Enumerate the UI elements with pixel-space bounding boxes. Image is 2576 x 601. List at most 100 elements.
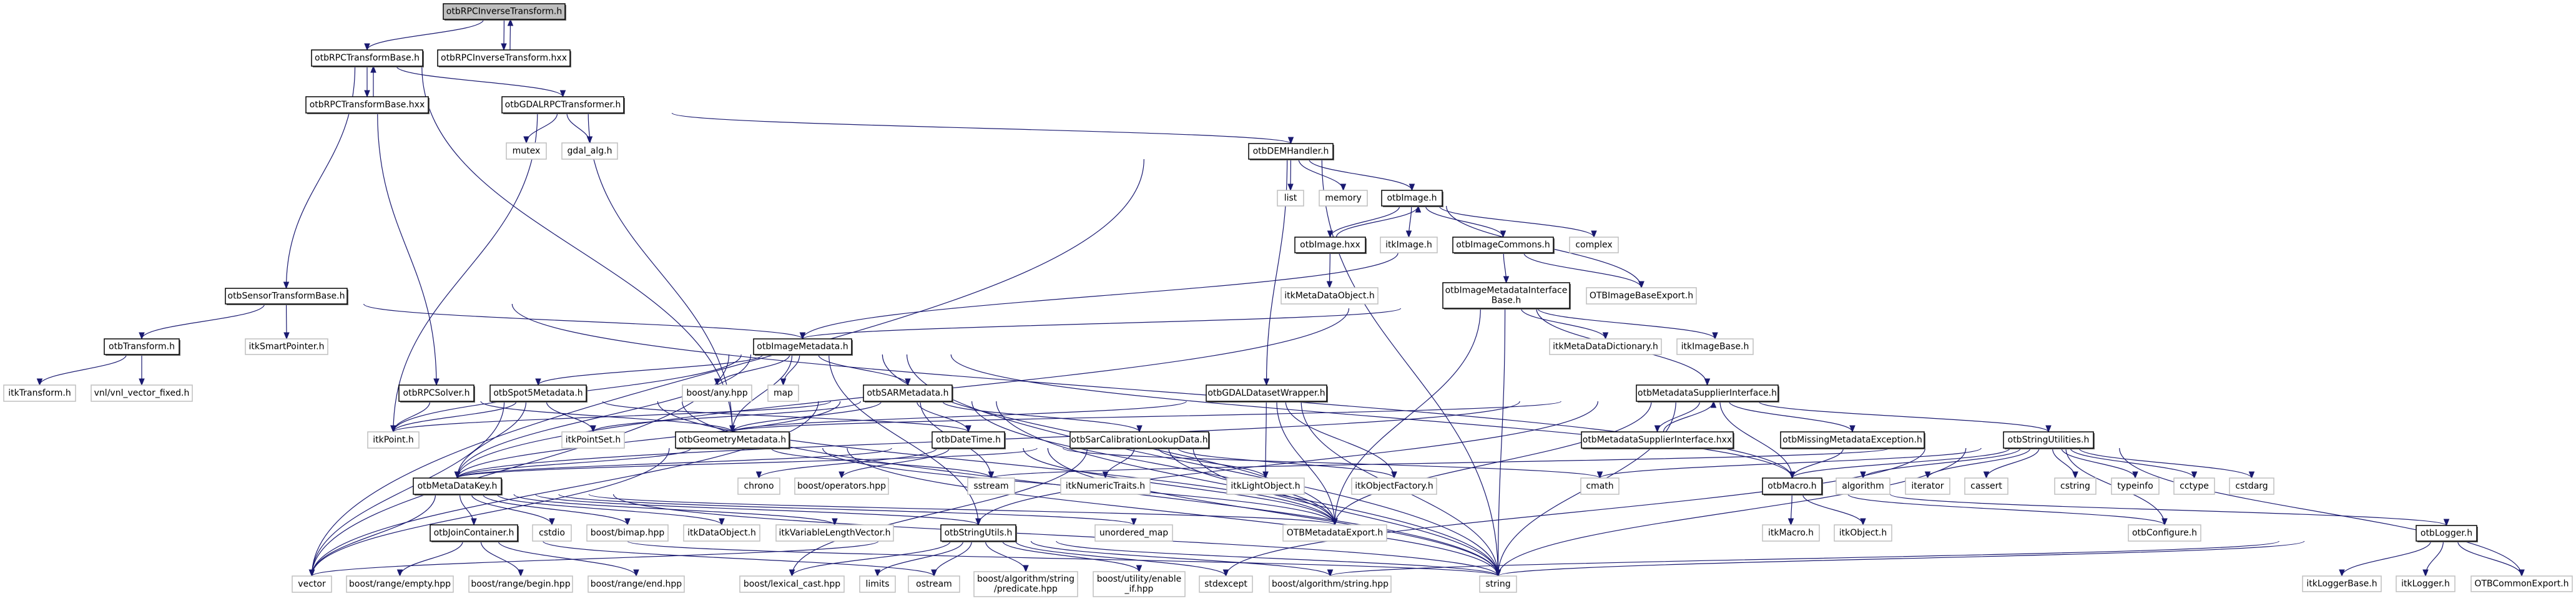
dependency-edge [942, 401, 1140, 432]
node-otbimagecommons-h[interactable]: otbImageCommons.h [1452, 237, 1555, 254]
node-label: otbLogger.h [2421, 529, 2472, 539]
dependency-edge [542, 540, 935, 577]
node-otbtransform-h[interactable]: otbTransform.h [104, 338, 180, 356]
node-otbrpcsolver-h[interactable]: otbRPCSolver.h [398, 384, 475, 403]
node-otbspot5metadata-h[interactable]: otbSpot5Metadata.h [489, 384, 587, 403]
dependency-edge [627, 540, 1499, 577]
node-otbstringutils-h[interactable]: otbStringUtils.h [940, 524, 1017, 542]
node-otbimagemetadata-h[interactable]: otbImageMetadata.h [753, 338, 853, 356]
node-box [1380, 237, 1438, 253]
node-box [586, 524, 669, 542]
node-otbimage-h[interactable]: otbImage.h [1381, 190, 1443, 207]
arrowhead-icon [433, 378, 440, 386]
node-otbmissingmetadataexception-h[interactable]: otbMissingMetadataException.h [1780, 431, 1925, 449]
node-label: itkImage.h [1385, 240, 1432, 250]
node-otbgdalrpctransformer-h[interactable]: otbGDALRPCTransformer.h [501, 96, 625, 114]
arrowhead-icon [1849, 425, 1856, 433]
arrowhead-icon [1591, 230, 1597, 238]
node-label: boost/algorithm/string [977, 574, 1074, 584]
node-box [1836, 477, 1890, 495]
dependency-edge [1497, 540, 2305, 577]
node-label: boost/algorithm/string.hpp [1272, 579, 1389, 589]
arrowhead-icon [139, 378, 145, 386]
dependency-edge [1663, 401, 1714, 432]
node-box [2396, 575, 2456, 592]
arrowhead-icon [1391, 471, 1397, 479]
node-otbstringutilities-h[interactable]: otbStringUtilities.h [2003, 431, 2095, 449]
node-itknumerictraits-h: itkNumericTraits.h [1060, 477, 1151, 495]
node-otbconfigure-h: otbConfigure.h [2128, 524, 2201, 542]
node-box [561, 142, 618, 160]
node-gdal-alg-h: gdal_alg.h [561, 142, 618, 160]
node-otbmetadatasupplierinterface-h[interactable]: otbMetadataSupplierInterface.h [1636, 384, 1779, 403]
node-otbrpctransformbase-hxx[interactable]: otbRPCTransformBase.hxx [305, 96, 430, 114]
node-otbrpcinversetransform-hxx[interactable]: otbRPCInverseTransform.hxx [437, 49, 571, 67]
node-otbjoincontainer-h[interactable]: otbJoinContainer.h [430, 524, 519, 542]
node-label: otbSensorTransformBase.h [228, 291, 345, 301]
node-itkobject-h: itkObject.h [1834, 524, 1892, 542]
node-box [1580, 477, 1620, 495]
dependency-edge [1719, 401, 1793, 479]
node-label: otbRPCSolver.h [403, 388, 470, 398]
dependency-edge [1334, 308, 1481, 525]
node-otbgdaldatasetwrapper-h[interactable]: otbGDALDatasetWrapper.h [1206, 384, 1328, 403]
node-cstring: cstring [2054, 477, 2097, 495]
node-otbdatetime-h[interactable]: otbDateTime.h [932, 431, 1006, 449]
node-box [1069, 431, 1209, 449]
node-ostream: ostream [908, 575, 960, 593]
node-box [1093, 571, 1186, 597]
dependency-edge [2078, 447, 2253, 479]
node-otbmetadatasupplierinterface-hxx[interactable]: otbMetadataSupplierInterface.hxx [1581, 431, 1734, 449]
dependency-edge [1425, 205, 1504, 238]
dependency-edge [496, 494, 722, 525]
node-otbrpctransformbase-h[interactable]: otbRPCTransformBase.h [311, 49, 424, 67]
node-limits: limits [859, 575, 896, 593]
dependency-edge [1309, 159, 1413, 191]
node-otbimage-hxx[interactable]: otbImage.hxx [1294, 237, 1367, 254]
node-otbgeometrymetadata-h[interactable]: otbGeometryMetadata.h [675, 431, 790, 449]
node-box [413, 477, 502, 495]
node-cctype: cctype [2173, 477, 2215, 495]
dependency-edge [828, 354, 979, 525]
node-box [1452, 237, 1554, 253]
node-otbsensortransformbase-h[interactable]: otbSensorTransformBase.h [225, 288, 348, 305]
arrowhead-icon [1415, 205, 1422, 213]
node-label: OTBCommonExport.h [2474, 579, 2569, 589]
node-boost-algorithm-string-hpp: boost/algorithm/string.hpp [1269, 575, 1392, 593]
arrowhead-icon [1787, 518, 1794, 526]
node-otblogger-h[interactable]: otbLogger.h [2416, 525, 2478, 542]
node-otbmetadatakey-h[interactable]: otbMetaDataKey.h [413, 477, 503, 496]
node-otbdemhandler-h[interactable]: otbDEMHandler.h [1248, 143, 1334, 160]
node-map: map [767, 384, 799, 402]
dependency-edge [732, 401, 882, 432]
node-label: itkSmartPointer.h [248, 342, 324, 352]
dependency-edge [1225, 447, 1925, 577]
node-box [468, 575, 573, 593]
node-otbsarmetadata-h[interactable]: otbSARMetadata.h [863, 384, 953, 403]
node-label: otbImage.hxx [1300, 240, 1360, 250]
node-label: itkMetaDataDictionary.h [1553, 342, 1658, 352]
dependency-edge [802, 308, 1402, 340]
node-memory: memory [1319, 190, 1368, 207]
node-otbmacro-h[interactable]: otbMacro.h [1762, 477, 1823, 496]
node-label: otbRPCTransformBase.hxx [310, 100, 425, 110]
node-box [2003, 431, 2094, 449]
node-box [437, 49, 571, 67]
node-otbsarcalibrationlookupdata-h[interactable]: otbSarCalibrationLookupData.h [1069, 431, 1210, 449]
node-box [104, 338, 180, 355]
dependency-edge [933, 540, 972, 577]
dependency-edge [526, 112, 558, 144]
arrowhead-icon [2339, 569, 2345, 577]
node-itkimagebase-h: itkImageBase.h [1676, 338, 1754, 355]
node-box [430, 524, 518, 542]
arrowhead-icon [1500, 230, 1507, 238]
node-vector: vector [292, 575, 332, 593]
node-label: otbMetaDataKey.h [418, 481, 498, 491]
dependency-edge [311, 494, 436, 577]
node-box [1964, 477, 2008, 495]
dependency-edge [1015, 540, 1227, 577]
node-label: boost/any.hpp [686, 388, 747, 398]
node-otbrpcinversetransform-h[interactable]: otbRPCInverseTransform.h [443, 3, 566, 21]
arrowhead-icon [1262, 471, 1269, 479]
